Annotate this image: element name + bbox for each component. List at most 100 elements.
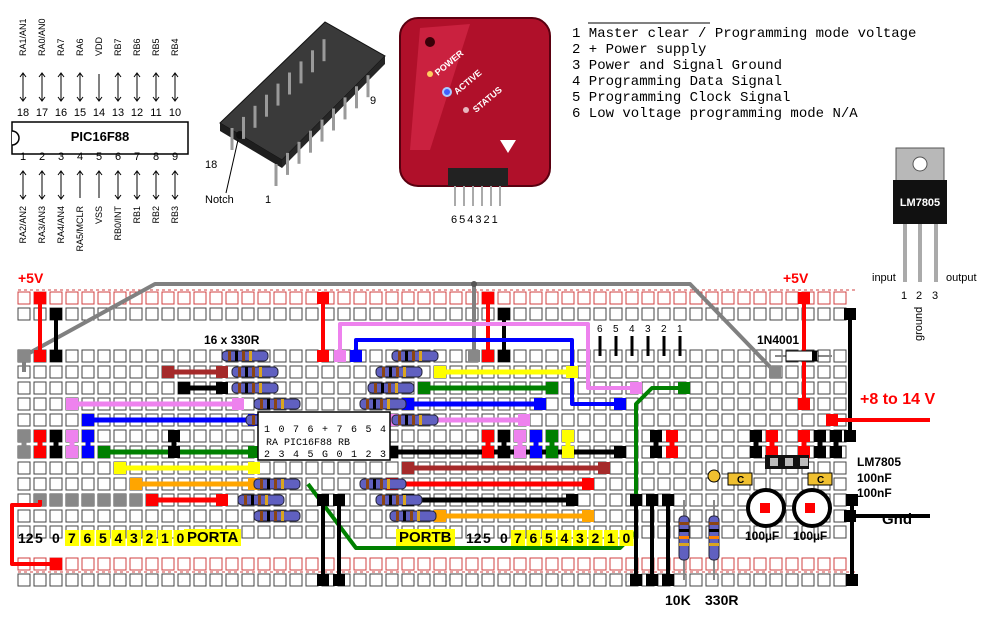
breadboard-hole (305, 381, 319, 395)
breadboard-hole (705, 413, 719, 427)
breadboard-hole (833, 291, 847, 305)
arrowhead-icon (133, 72, 141, 78)
breadboard-hole (609, 291, 623, 305)
breadboard-hole (817, 461, 831, 475)
wire-endpoint (630, 574, 642, 586)
wire-endpoint (114, 462, 126, 474)
breadboard-hole (337, 307, 351, 321)
breadboard-hole (129, 557, 143, 571)
breadboard-hole (353, 381, 367, 395)
breadboard-hole (129, 349, 143, 363)
resistor-band (403, 367, 406, 377)
arrowhead-icon (114, 170, 122, 176)
wire-endpoint (66, 446, 78, 458)
label-supply: +8 to 14 V (860, 391, 936, 408)
breadboard-hole (769, 557, 783, 571)
breadboard-hole (785, 429, 799, 443)
breadboard-chip-pin-top: 4 (380, 425, 386, 436)
wire-endpoint (650, 446, 662, 458)
breadboard-hole (145, 349, 159, 363)
wire-endpoint (18, 446, 30, 458)
portb-bit: 6 (530, 530, 538, 546)
breadboard-hole (17, 461, 31, 475)
breadboard-hole (81, 291, 95, 305)
breadboard-hole (769, 573, 783, 587)
breadboard-hole (177, 349, 191, 363)
cap-letter: C (817, 475, 824, 486)
breadboard-hole (673, 477, 687, 491)
portb-bit: 2 (592, 530, 600, 546)
breadboard-hole (593, 413, 607, 427)
breadboard-hole (33, 365, 47, 379)
pin-number-bottom: 6 (115, 151, 121, 163)
programmer-connector (448, 168, 508, 186)
resistor-band (366, 399, 369, 409)
resistor-band (252, 415, 255, 425)
header-pin-number: 3 (645, 324, 651, 335)
breadboard-hole (305, 573, 319, 587)
breadboard-hole (721, 381, 735, 395)
breadboard-hole (673, 397, 687, 411)
resistor-band (389, 495, 392, 505)
breadboard-hole (753, 307, 767, 321)
breadboard-hole (753, 397, 767, 411)
pin-number-top: 17 (36, 107, 48, 119)
wire-endpoint (646, 574, 658, 586)
wire-endpoint (546, 382, 558, 394)
breadboard-hole (241, 307, 255, 321)
wire-endpoint (482, 350, 494, 362)
pin-number-bottom: 9 (172, 151, 178, 163)
breadboard-hole (641, 307, 655, 321)
breadboard-hole (161, 557, 175, 571)
breadboard-hole (705, 429, 719, 443)
diode-band (812, 351, 817, 361)
breadboard-hole (289, 307, 303, 321)
breadboard-hole (785, 291, 799, 305)
wire-endpoint (34, 350, 46, 362)
breadboard-hole (113, 477, 127, 491)
breadboard-hole (113, 381, 127, 395)
porta-bit-bg (142, 530, 157, 546)
breadboard-hole (209, 349, 223, 363)
resistor-band (398, 415, 401, 425)
breadboard-hole (193, 429, 207, 443)
breadboard-hole (385, 557, 399, 571)
breadboard-hole (33, 413, 47, 427)
resistor-band (398, 351, 401, 361)
wire-endpoint (50, 558, 62, 570)
breadboard-hole (273, 307, 287, 321)
pin-number-bottom: 4 (77, 151, 83, 163)
breadboard-hole (785, 365, 799, 379)
wire-endpoint (50, 350, 62, 362)
pin-label-top: RB5 (151, 38, 161, 56)
breadboard-hole (81, 365, 95, 379)
wire-endpoint (34, 430, 46, 442)
breadboard-hole (721, 365, 735, 379)
portb-bit-bg (588, 530, 603, 546)
breadboard-hole (289, 573, 303, 587)
regulator-body (893, 180, 947, 224)
resistor-band (267, 399, 270, 409)
breadboard-chip-pin-bottom: 3 (380, 450, 386, 461)
breadboard-hole (353, 525, 367, 539)
breadboard-hole (545, 349, 559, 363)
breadboard-hole (33, 381, 47, 395)
breadboard-hole (81, 381, 95, 395)
breadboard-hole (801, 413, 815, 427)
arrowhead-icon (57, 194, 65, 200)
breadboard-hole (161, 573, 175, 587)
pin-label-bottom: RB0/INT (113, 206, 123, 241)
breadboard-hole (65, 573, 79, 587)
porta-prefix: 12 (18, 530, 34, 546)
wire-endpoint (534, 398, 546, 410)
breadboard-hole (737, 381, 751, 395)
arrowhead-icon (171, 72, 179, 78)
breadboard-hole (65, 413, 79, 427)
breadboard-hole (17, 509, 31, 523)
breadboard-hole (689, 397, 703, 411)
porta-prefix: 5 (35, 530, 43, 546)
arrowhead-icon (95, 170, 103, 176)
breadboard-hole (193, 307, 207, 321)
breadboard-hole (209, 573, 223, 587)
breadboard-hole (321, 365, 335, 379)
